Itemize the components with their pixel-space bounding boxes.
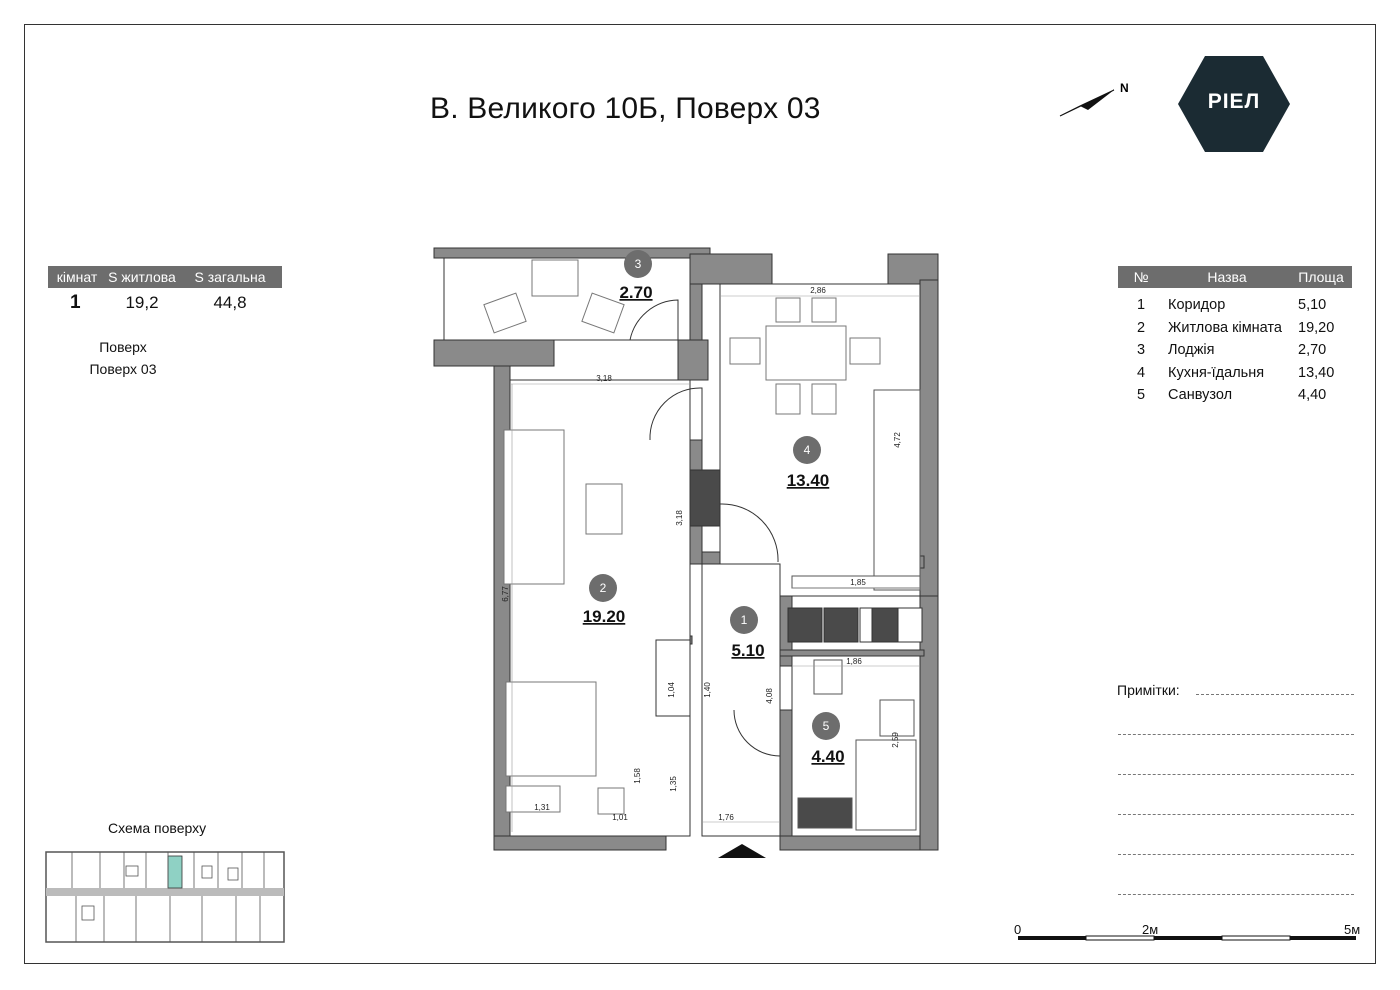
- room-area: 5,10: [1298, 297, 1327, 314]
- room-1-area: 5.10: [731, 641, 764, 660]
- room-5-area: 4.40: [811, 747, 844, 766]
- note-line: [1118, 814, 1354, 815]
- dim-label: 1,85: [850, 578, 866, 587]
- dim-label: 6,77: [501, 586, 510, 602]
- floor-value: Поверх 03: [89, 361, 157, 377]
- summary-header-rooms: кімнат: [56, 269, 98, 285]
- floor-plan: 3 2 4 1 5 2.70 19.20 13.40 5.10 4.40 3,1…: [433, 247, 939, 858]
- room-name: Кухня-їдальня: [1168, 364, 1265, 381]
- summary-header: кімнат S житлова S загальна: [48, 266, 282, 288]
- room-no: 5: [1136, 387, 1146, 404]
- north-arrow-icon: N: [1059, 81, 1129, 117]
- room-no: 3: [1136, 342, 1146, 359]
- rooms-header-no: №: [1133, 269, 1149, 285]
- dim-label: 1,76: [718, 813, 734, 822]
- table-row: 5 Санвузол 4,40: [1118, 384, 1352, 407]
- scale-bar: [1018, 935, 1356, 941]
- floor-info: Поверх Поверх 03: [60, 336, 186, 380]
- summary-living-value: 19,2: [125, 293, 159, 312]
- room-no: 4: [1136, 364, 1146, 381]
- dim-label: 4,72: [893, 432, 902, 448]
- dim-label: 2,59: [891, 732, 900, 748]
- scale-label-0: 0: [1014, 922, 1022, 937]
- room-area: 2,70: [1298, 342, 1327, 359]
- room-4-number: 4: [804, 443, 811, 457]
- room-name: Санвузол: [1168, 387, 1233, 404]
- summary-total-value: 44,8: [213, 293, 247, 312]
- logo-icon: [1178, 56, 1290, 152]
- summary-header-total: S загальна: [194, 269, 266, 285]
- floor-scheme-image: [45, 851, 285, 943]
- dim-label: 3,18: [675, 510, 684, 526]
- note-line: [1118, 854, 1354, 855]
- logo-text: РІЕЛ: [1207, 90, 1261, 113]
- dim-label: 4,08: [765, 688, 774, 704]
- room-2-area: 19.20: [583, 607, 626, 626]
- dim-label: 1,31: [534, 803, 550, 812]
- table-row: 2 Житлова кімната 19,20: [1118, 317, 1352, 340]
- room-4-area: 13.40: [787, 471, 830, 490]
- note-line: [1118, 894, 1354, 895]
- room-no: 2: [1136, 319, 1146, 336]
- sheet-frame: [24, 24, 1376, 964]
- rooms-table: № Назва Площа 1 Коридор 5,10 2 Житлова к…: [1118, 266, 1352, 407]
- room-2-number: 2: [600, 581, 607, 595]
- scale-label-5m: 5м: [1344, 922, 1361, 937]
- summary-rooms-value: 1: [70, 292, 81, 313]
- rooms-header-area: Площа: [1298, 269, 1344, 285]
- dim-label: 1,01: [612, 813, 628, 822]
- table-row: 1 Коридор 5,10: [1118, 294, 1352, 317]
- rooms-header: № Назва Площа: [1118, 266, 1352, 288]
- table-row: 4 Кухня-їдальня 13,40: [1118, 362, 1352, 385]
- scale-label-2m: 2м: [1142, 922, 1159, 937]
- dim-label: 2,86: [810, 286, 826, 295]
- room-area: 19,20: [1298, 319, 1335, 336]
- summary-table: кімнат S житлова S загальна 1 19,2 44,8: [48, 266, 282, 318]
- floor-label: Поверх: [99, 339, 147, 355]
- table-row: 3 Лоджія 2,70: [1118, 339, 1352, 362]
- room-name: Житлова кімната: [1168, 319, 1282, 336]
- scheme-label: Схема поверху: [108, 820, 207, 836]
- room-3-number: 3: [635, 257, 642, 271]
- room-area: 13,40: [1298, 364, 1335, 381]
- room-name: Лоджія: [1168, 342, 1215, 359]
- room-1-number: 1: [741, 613, 748, 627]
- notes-label: Примітки:: [1117, 682, 1180, 698]
- dim-label: 3,18: [596, 374, 612, 383]
- page-title: В. Великого 10Б, Поверх 03: [430, 92, 821, 125]
- dim-label: 1,40: [703, 682, 712, 698]
- dim-label: 1,86: [846, 657, 862, 666]
- entrance-marker-icon: [718, 844, 766, 858]
- dim-label: 1,35: [669, 776, 678, 792]
- summary-header-living: S житлова: [108, 269, 176, 285]
- room-name: Коридор: [1168, 297, 1226, 314]
- dim-label: 1,04: [667, 682, 676, 698]
- dim-label: 1,58: [633, 768, 642, 784]
- rooms-header-name: Назва: [1207, 269, 1247, 285]
- room-no: 1: [1136, 297, 1146, 314]
- note-line: [1118, 774, 1354, 775]
- room-area: 4,40: [1298, 387, 1327, 404]
- room-5-number: 5: [823, 719, 830, 733]
- room-3-area: 2.70: [619, 283, 652, 302]
- note-line: [1196, 694, 1354, 695]
- note-line: [1118, 734, 1354, 735]
- summary-row: 1 19,2 44,8: [48, 288, 282, 318]
- north-label: N: [1120, 81, 1129, 95]
